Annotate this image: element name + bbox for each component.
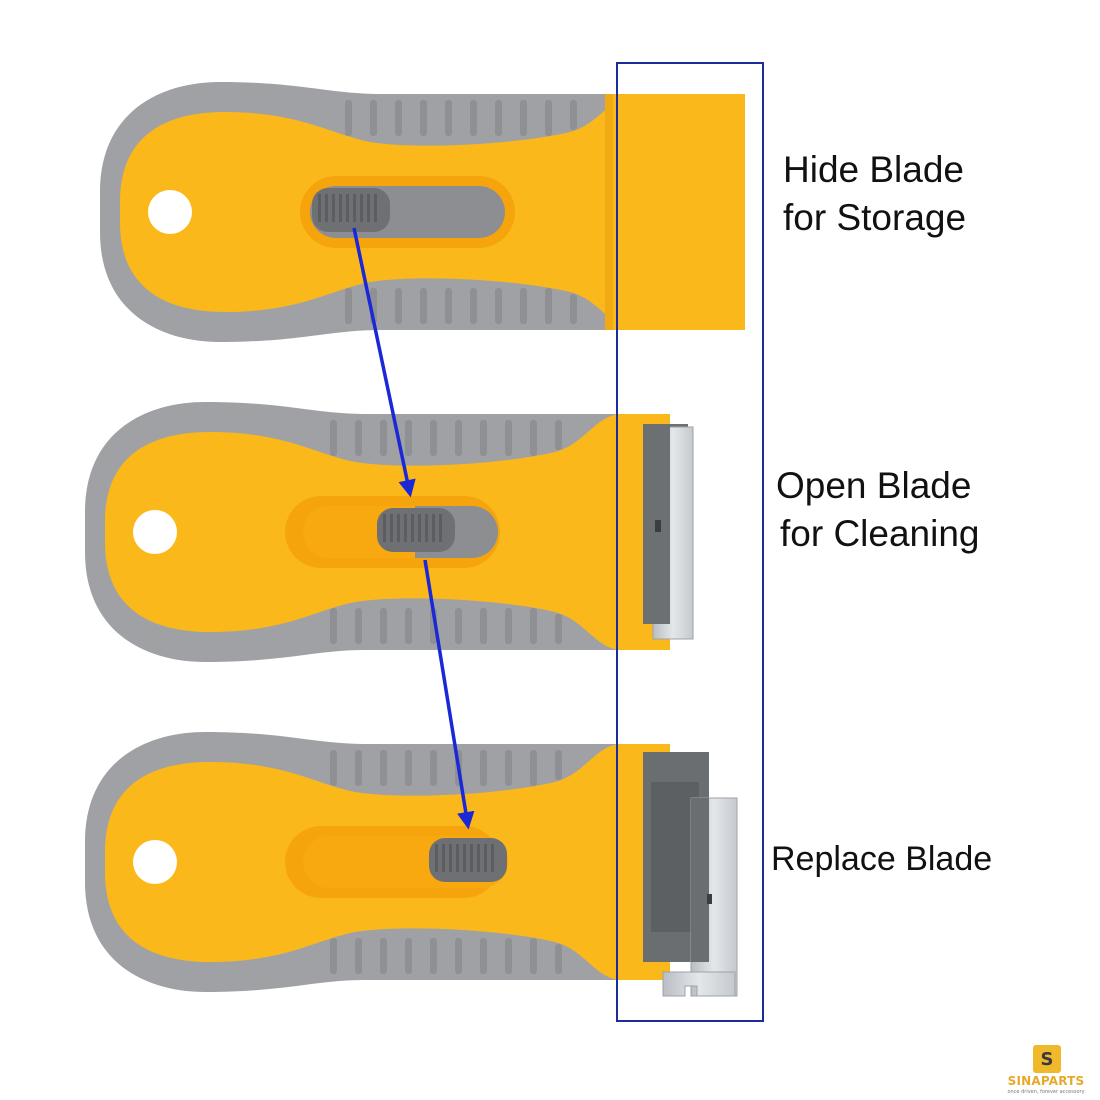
brand-logo-icon: S — [1033, 1045, 1061, 1073]
label-replace-text: Replace Blade — [771, 840, 993, 878]
label-replace-blade: Replace Blade — [771, 835, 992, 883]
label-open-blade: Open Blade for Cleaning — [776, 462, 980, 558]
flow-arrow-icon — [423, 559, 475, 830]
brand-name: SINAPARTS — [1007, 1074, 1085, 1088]
brand-logo: S SINAPARTS once driven, forever accesso… — [1000, 1043, 1092, 1098]
brand-tagline: once driven, forever accessory — [1007, 1089, 1085, 1095]
slider-thumb[interactable] — [377, 508, 455, 552]
flow-arrow-icon — [352, 227, 416, 498]
label-open-line2: for Cleaning — [780, 513, 980, 554]
label-hide-line1: Hide Blade — [783, 149, 965, 190]
scraper-replace-blade — [85, 732, 738, 997]
scraper-hide-blade — [100, 82, 745, 342]
label-hide-blade: Hide Blade for Storage — [783, 146, 966, 242]
label-hide-line2: for Storage — [783, 197, 967, 238]
label-open-line1: Open Blade — [776, 465, 972, 506]
blade-highlight-frame — [616, 62, 764, 1022]
slider-thumb[interactable] — [312, 188, 390, 232]
scraper-open-blade — [85, 402, 694, 662]
slider-thumb[interactable] — [429, 838, 507, 882]
